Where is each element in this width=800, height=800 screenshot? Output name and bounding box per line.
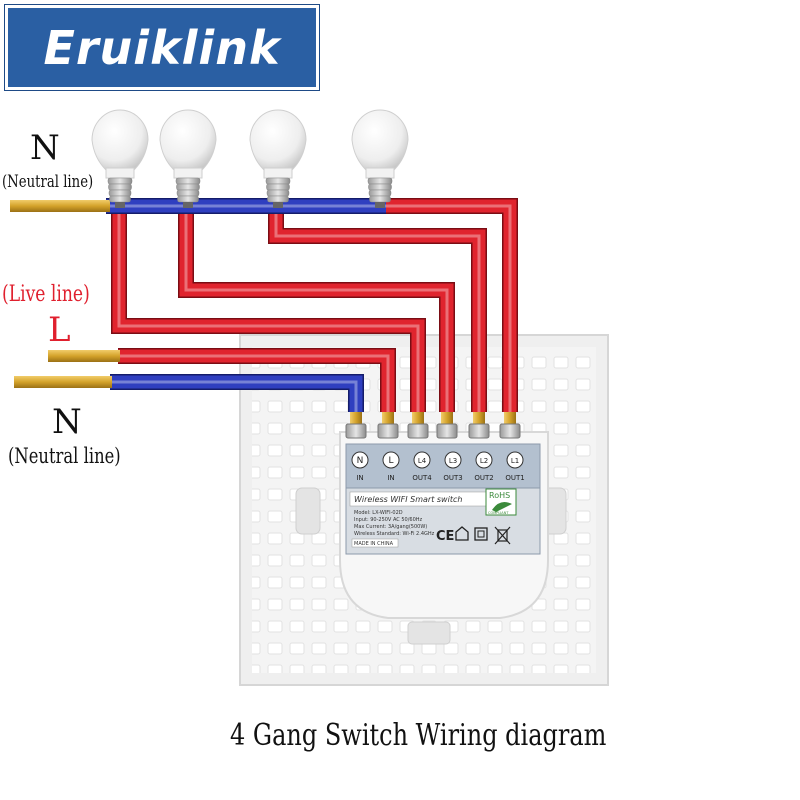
wires xyxy=(10,198,518,432)
neutral-bottom-letter: N xyxy=(52,402,82,442)
terminal-symbol-1 xyxy=(351,451,369,469)
neutral-top-desc: (Neutral line) xyxy=(2,172,94,192)
terminal-symbol-text-2: L xyxy=(388,456,393,466)
wire-bulb2-out3 xyxy=(179,212,454,412)
terminal-symbol-text-6: L1 xyxy=(511,457,519,465)
light-bulb-2 xyxy=(159,109,217,208)
wire-neutral-in xyxy=(110,375,363,412)
terminal-screw-6 xyxy=(499,423,521,439)
terminal-screw-2 xyxy=(377,423,399,439)
terminal-screw-5 xyxy=(468,423,490,439)
light-bulbs xyxy=(91,109,409,208)
rohs-text: RoHS xyxy=(489,491,510,500)
wire-bulb4-out1 xyxy=(382,199,517,412)
ce-mark: CE xyxy=(436,529,454,544)
light-bulb-3 xyxy=(249,109,307,208)
terminal-screws xyxy=(345,423,521,439)
terminal-symbol-text-5: L2 xyxy=(480,457,488,465)
product-label-line-4: Wireless Standard: Wi-Fi 2.4GHz xyxy=(354,531,435,537)
copper-live-in xyxy=(48,350,120,362)
neutral-top-letter: N xyxy=(30,128,60,168)
terminal-symbol-5 xyxy=(475,451,493,469)
terminal-symbol-text-3: L4 xyxy=(418,457,427,465)
terminal-screw-1 xyxy=(345,423,367,439)
product-label-line-1: Model: LX-WIFI-02D xyxy=(354,510,403,516)
home-icon xyxy=(455,526,469,541)
product-label-line-3: Max Current: 3A/gang(500W) xyxy=(354,524,427,530)
brand-logo: Eruiklink xyxy=(4,4,320,91)
wire-bulb3-out2 xyxy=(269,212,486,412)
neutral-bottom-desc: (Neutral line) xyxy=(8,444,121,468)
terminal-symbol-6 xyxy=(506,451,524,469)
rohs-sub-text: COMPLIANT xyxy=(488,511,509,515)
product-label-title: Wireless WIFI Smart switch xyxy=(354,495,462,504)
terminal-label-1: IN xyxy=(356,474,363,482)
rohs-badge: RoHS COMPLIANT xyxy=(485,488,517,516)
weee-bin-icon xyxy=(494,526,511,545)
terminal-screw-3 xyxy=(407,423,429,439)
terminal-symbol-text-4: L3 xyxy=(449,457,457,465)
product-label-line-2: Input: 90-250V AC 50/60Hz xyxy=(354,517,423,523)
light-bulb-4 xyxy=(351,109,409,208)
terminal-label-6: OUT1 xyxy=(505,474,524,482)
light-bulb-1 xyxy=(91,109,149,208)
diagram-caption: 4 Gang Switch Wiring diagram xyxy=(230,718,607,753)
live-desc: (Live line) xyxy=(2,282,90,307)
terminal-label-4: OUT3 xyxy=(443,474,462,482)
terminal-label-2: IN xyxy=(387,474,394,482)
copper-neutral-in xyxy=(14,376,112,388)
brand-logo-text: Eruiklink xyxy=(43,20,281,75)
copper-neutral-top xyxy=(10,200,110,212)
terminal-symbol-3 xyxy=(413,451,431,469)
wire-live-in xyxy=(118,349,395,412)
terminal-label-5: OUT2 xyxy=(474,474,493,482)
terminal-label-3: OUT4 xyxy=(412,474,432,482)
double-insulation-icon xyxy=(474,527,488,541)
product-label: Wireless WIFI Smart switch Model: LX-WIF… xyxy=(349,488,517,548)
terminal-screw-4 xyxy=(436,423,458,439)
wire-bulb1-out4 xyxy=(112,212,425,412)
terminal-symbol-4 xyxy=(444,451,462,469)
terminal-symbol-2 xyxy=(382,451,400,469)
live-letter: L xyxy=(48,310,71,350)
terminal-symbol-text-1: N xyxy=(357,456,364,466)
made-in-text: MADE IN CHINA xyxy=(354,541,394,547)
